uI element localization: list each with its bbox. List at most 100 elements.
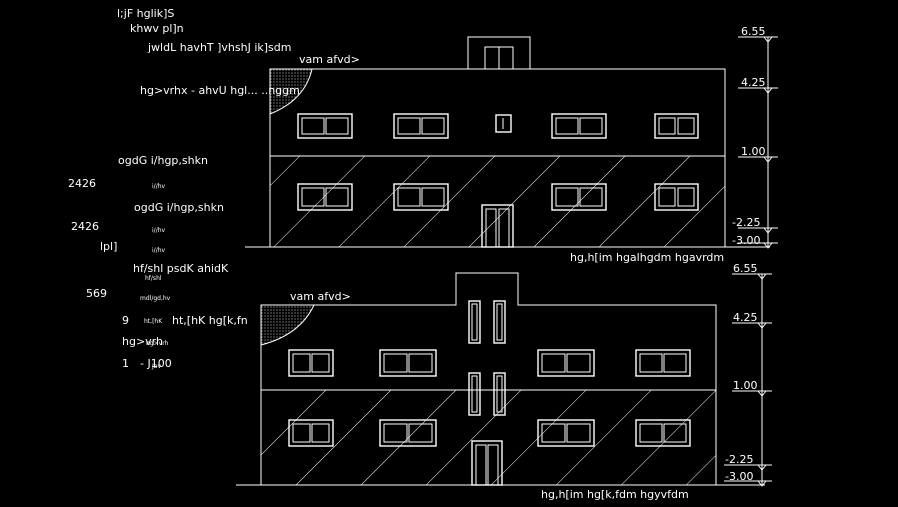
window-pane: [325, 117, 349, 135]
bottom-level-dimensions: 6.55 4.25 1.00 -2.25 -3.00: [724, 262, 772, 487]
slot-pane: [496, 303, 503, 341]
level-label: 6.55: [733, 262, 758, 275]
window-pane: [639, 353, 663, 373]
note-num-6: 1: [122, 357, 129, 370]
bottom-elevation: vam afvd> hg,h[im hg[k,fdm hgyvfdm: [236, 272, 765, 501]
note-line-2: khwv pl]n: [130, 22, 184, 35]
slot-pane: [471, 303, 478, 341]
level-label: 6.55: [741, 25, 766, 38]
window-pane: [566, 423, 591, 443]
top-elevation: vam afvd> hg,h[im hgalhgdm hgavrdm: [245, 36, 770, 264]
slot-window: [493, 372, 506, 416]
window: [288, 349, 334, 377]
bottom-corner-texture: [260, 304, 315, 346]
note-tiny-8: Jbv: [151, 363, 162, 370]
level-marker: [763, 227, 773, 234]
slot-window: [468, 300, 481, 344]
window: [288, 419, 334, 447]
note-line-8: ht,[hK hg[k,fn: [172, 314, 248, 327]
slot-pane: [496, 375, 503, 413]
window-pane: [408, 353, 433, 373]
level-label: -3.00: [725, 470, 753, 483]
window-pane: [579, 117, 603, 135]
window-pane: [677, 117, 695, 135]
window-pane: [663, 353, 687, 373]
window: [537, 349, 595, 377]
window-pane: [658, 117, 676, 135]
window-pane: [292, 353, 311, 373]
window-pane: [421, 187, 445, 207]
window-pane: [541, 353, 566, 373]
note-line-5: ogdG i/hgp,shkn: [118, 154, 208, 167]
top-level-dimensions: 6.55 4.25 1.00 -2.25 -3.00: [732, 25, 778, 249]
note-num-2: 2426: [71, 220, 99, 233]
note-tiny-4: hf/shl: [145, 275, 162, 282]
window: [635, 419, 691, 447]
window: [551, 183, 607, 211]
note-num-1: 2426: [68, 177, 96, 190]
note-line-3: jwldL havhT ]vhshJ ik]sdm: [147, 41, 292, 54]
note-num-5: 9: [122, 314, 129, 327]
window-pane: [301, 187, 325, 207]
window: [654, 183, 699, 211]
note-tiny-6: ht,[hK: [144, 318, 163, 325]
note-num-4: 569: [86, 287, 107, 300]
window: [393, 183, 449, 211]
note-tiny-1: i//hv: [152, 183, 166, 190]
window: [393, 113, 449, 139]
level-marker: [757, 273, 767, 280]
window-pane: [555, 117, 579, 135]
window: [635, 349, 691, 377]
window-pane: [663, 423, 687, 443]
bottom-lower-windows: [288, 419, 691, 447]
level-marker: [757, 464, 767, 471]
window-pane: [555, 187, 579, 207]
note-line-4: hg>vrhx - ahvU hgl... ..nggm: [140, 84, 300, 97]
note-line-9: hg>vrh: [122, 335, 163, 348]
window: [379, 349, 437, 377]
window: [551, 113, 607, 139]
window-pane: [311, 353, 330, 373]
window-pane: [658, 187, 676, 207]
window-pane: [311, 423, 330, 443]
level-label: -3.00: [732, 234, 760, 247]
level-label: 4.25: [733, 311, 758, 324]
left-annotations: l;jF hglik]S khwv pl]n jwldL havhT ]vhsh…: [68, 7, 300, 370]
note-line-7: hf/shl psdK ahidK: [133, 262, 229, 275]
level-marker: [763, 156, 773, 163]
window-pane: [579, 187, 603, 207]
top-corner-texture: [269, 68, 313, 115]
level-label: 1.00: [741, 145, 766, 158]
note-tiny-7: hg>vrh: [146, 340, 169, 347]
bottom-slot-windows: [468, 300, 506, 416]
window: [537, 419, 595, 447]
window-pane: [397, 117, 421, 135]
window-pane: [541, 423, 566, 443]
window-pane: [383, 423, 408, 443]
level-label: 4.25: [741, 76, 766, 89]
window-pane: [292, 423, 311, 443]
level-marker: [763, 87, 773, 94]
window-pane: [301, 117, 325, 135]
note-tiny-3: i//hv: [152, 247, 166, 254]
window-pane: [421, 117, 445, 135]
top-upper-windows: [297, 113, 699, 139]
window-pane: [677, 187, 695, 207]
level-label: 1.00: [733, 379, 758, 392]
level-marker: [757, 480, 767, 487]
window-pane: [639, 423, 663, 443]
level-marker: [757, 322, 767, 329]
slot-window: [468, 372, 481, 416]
window: [654, 113, 699, 139]
window: [297, 183, 353, 211]
bottom-caption: hg,h[im hg[k,fdm hgyvfdm: [541, 488, 689, 501]
top-lower-windows: [297, 183, 699, 211]
window: [379, 419, 437, 447]
window-pane: [325, 187, 349, 207]
slot-pane: [471, 375, 478, 413]
top-hatch: [270, 156, 725, 247]
level-marker: [763, 36, 773, 43]
level-label: -2.25: [732, 216, 760, 229]
level-label: -2.25: [725, 453, 753, 466]
